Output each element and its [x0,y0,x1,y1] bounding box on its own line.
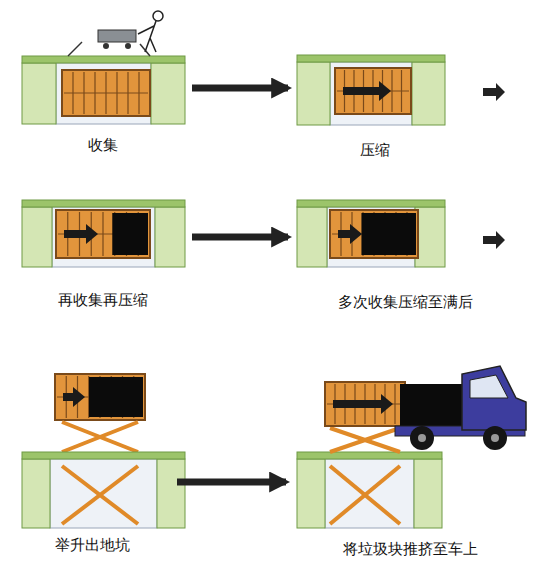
worker-figure [138,11,163,52]
compress-container [62,70,150,116]
compress-container [55,374,145,420]
scissor-lift [330,466,400,524]
step-caption: 多次收集压缩至满后 [290,293,520,312]
step-caption: 再收集再压缩 [15,291,190,310]
ground-pit [22,200,185,267]
ground-pit [297,55,445,125]
process-panel: 举升出地坑 [10,360,175,555]
flow-arrow [192,85,288,92]
process-panel: 再收集再压缩 [15,192,190,310]
step-caption: 压缩 [290,141,460,160]
process-panel: 多次收集压缩至满后 [290,192,520,312]
step-caption: 将垃圾块推挤至车上 [288,540,532,559]
scissor-lift [62,466,138,524]
step-caption: 收集 [15,136,190,155]
process-panel: 将垃圾块推挤至车上 [288,345,532,559]
process-panel: 压缩 [290,45,460,160]
ground-pit [297,200,445,267]
compress-container [330,210,418,258]
flow-arrow [483,83,505,101]
compress-container [325,382,405,426]
flow-arrow [483,231,505,249]
ground-pit [22,56,185,124]
truck [395,366,526,450]
flow-arrow [192,234,288,241]
compress-container [335,68,411,114]
ground-pit [22,452,185,528]
scissor-lift [62,422,138,452]
process-panel: 收集 [15,5,190,155]
ground-pit [297,452,442,528]
step-caption: 举升出地坑 [10,536,175,555]
flow-arrow [177,479,286,486]
scissor-lift [330,428,400,452]
compress-container [56,210,150,258]
